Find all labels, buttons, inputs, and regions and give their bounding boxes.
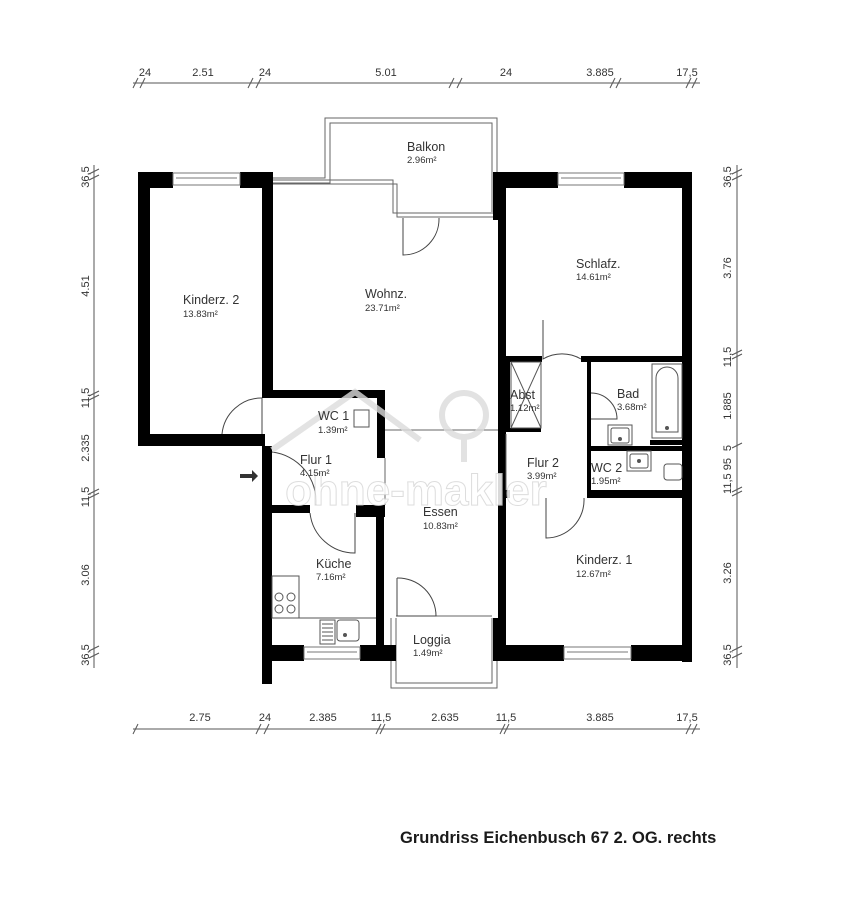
- dim-bottom-5: 11,5: [496, 712, 517, 724]
- dim-bottom-1: 24: [259, 712, 271, 724]
- svg-text:1.49m²: 1.49m²: [413, 648, 443, 659]
- sink-icon: [607, 424, 652, 472]
- dim-right-4: 5: [722, 445, 734, 451]
- svg-text:23.71m²: 23.71m²: [365, 303, 400, 314]
- room-kinderz1: Kinderz. 1 12.67m²: [576, 553, 632, 580]
- room-wc1: WC 1 1.39m²: [318, 409, 349, 436]
- watermark-logo: [270, 388, 489, 462]
- svg-text:WC 1: WC 1: [318, 409, 349, 423]
- windows: [172, 172, 632, 660]
- dim-bottom-4: 2.635: [431, 712, 459, 724]
- toilet-icon: [353, 409, 683, 481]
- svg-text:Loggia: Loggia: [413, 633, 451, 647]
- dim-top-3: 5.01: [375, 67, 396, 79]
- svg-text:Wohnz.: Wohnz.: [365, 287, 407, 301]
- room-wohnz: Wohnz. 23.71m²: [365, 287, 407, 314]
- svg-text:3.68m²: 3.68m²: [617, 402, 647, 413]
- dim-left-1: 4.51: [80, 275, 92, 296]
- dimension-top: [132, 77, 700, 89]
- svg-text:3.99m²: 3.99m²: [527, 471, 557, 482]
- dim-top-0: 24: [139, 67, 151, 79]
- svg-text:Küche: Küche: [316, 557, 351, 571]
- svg-text:1.95m²: 1.95m²: [591, 476, 621, 487]
- room-flur2: Flur 2 3.99m²: [527, 456, 559, 482]
- dim-top-5: 3.885: [586, 67, 614, 79]
- svg-text:Abst: Abst: [510, 388, 536, 402]
- dim-right-3: 1.885: [722, 392, 734, 420]
- dim-right-0: 36,5: [722, 166, 734, 187]
- svg-text:4.15m²: 4.15m²: [300, 468, 330, 479]
- svg-text:7.16m²: 7.16m²: [316, 572, 346, 583]
- svg-text:1.12m²: 1.12m²: [510, 403, 540, 414]
- dim-bottom-0: 2.75: [189, 712, 210, 724]
- dimension-left: [88, 165, 100, 668]
- room-kueche: Küche 7.16m²: [316, 557, 351, 583]
- dim-right-1: 3.76: [722, 257, 734, 278]
- dim-right-7: 36,5: [722, 644, 734, 665]
- dim-right-6: 3.26: [722, 562, 734, 583]
- svg-text:WC 2: WC 2: [591, 461, 622, 475]
- dimension-bottom: [132, 723, 700, 735]
- dim-left-2: 11,5: [80, 388, 92, 409]
- dim-left-5: 3.06: [80, 564, 92, 585]
- dim-top-4: 24: [500, 67, 512, 79]
- svg-text:Kinderz. 1: Kinderz. 1: [576, 553, 632, 567]
- dim-right-5: 11,5 95: [722, 458, 734, 494]
- svg-text:Essen: Essen: [423, 505, 458, 519]
- room-bad: Bad 3.68m²: [617, 387, 647, 413]
- svg-text:Kinderz. 2: Kinderz. 2: [183, 293, 239, 307]
- svg-text:1.39m²: 1.39m²: [318, 425, 348, 436]
- room-schlafz: Schlafz. 14.61m²: [576, 257, 620, 283]
- walls: [138, 172, 692, 684]
- svg-text:Schlafz.: Schlafz.: [576, 257, 620, 271]
- dim-bottom-7: 17,5: [676, 712, 697, 724]
- room-balkon: Balkon 2.96m²: [407, 140, 445, 166]
- dim-left-4: 11,5: [80, 487, 92, 508]
- dim-left-6: 36,5: [80, 644, 92, 665]
- dim-bottom-2: 2.385: [309, 712, 337, 724]
- doors: [221, 217, 618, 617]
- room-flur1: Flur 1 4.15m²: [300, 453, 332, 479]
- svg-text:10.83m²: 10.83m²: [423, 521, 458, 532]
- svg-text:Flur 2: Flur 2: [527, 456, 559, 470]
- svg-text:12.67m²: 12.67m²: [576, 569, 611, 580]
- kitchen-sink-icon: [319, 619, 360, 645]
- dim-left-3: 2.335: [80, 434, 92, 462]
- svg-text:Balkon: Balkon: [407, 140, 445, 154]
- dim-top-6: 17,5: [676, 67, 697, 79]
- balcony-outline: [273, 117, 498, 218]
- entry-arrow-icon: [240, 470, 258, 482]
- bathtub-icon: [651, 363, 683, 439]
- watermark-text: ohne-makler: [285, 466, 547, 515]
- svg-text:Flur 1: Flur 1: [300, 453, 332, 467]
- svg-text:Bad: Bad: [617, 387, 639, 401]
- svg-text:2.96m²: 2.96m²: [407, 155, 437, 166]
- svg-text:14.61m²: 14.61m²: [576, 272, 611, 283]
- room-loggia: Loggia 1.49m²: [413, 633, 451, 659]
- stove-icon: [271, 575, 376, 619]
- room-essen: Essen 10.83m²: [423, 505, 458, 532]
- svg-text:13.83m²: 13.83m²: [183, 309, 218, 320]
- room-wc2: WC 2 1.95m²: [591, 461, 622, 487]
- dim-bottom-3: 11,5: [371, 712, 392, 724]
- dim-left-0: 36,5: [80, 166, 92, 187]
- abst-cross: [510, 361, 542, 429]
- room-kinderz2: Kinderz. 2 13.83m²: [183, 293, 239, 320]
- room-abst: Abst 1.12m²: [510, 388, 540, 414]
- dim-bottom-6: 3.885: [586, 712, 614, 724]
- dim-top-2: 24: [259, 67, 271, 79]
- dim-right-2: 11,5: [722, 347, 734, 368]
- dimension-right: [731, 165, 743, 668]
- plan-caption: Grundriss Eichenbusch 67 2. OG. rechts: [400, 829, 717, 847]
- loggia-outline: [390, 615, 498, 689]
- dim-top-1: 2.51: [192, 67, 213, 79]
